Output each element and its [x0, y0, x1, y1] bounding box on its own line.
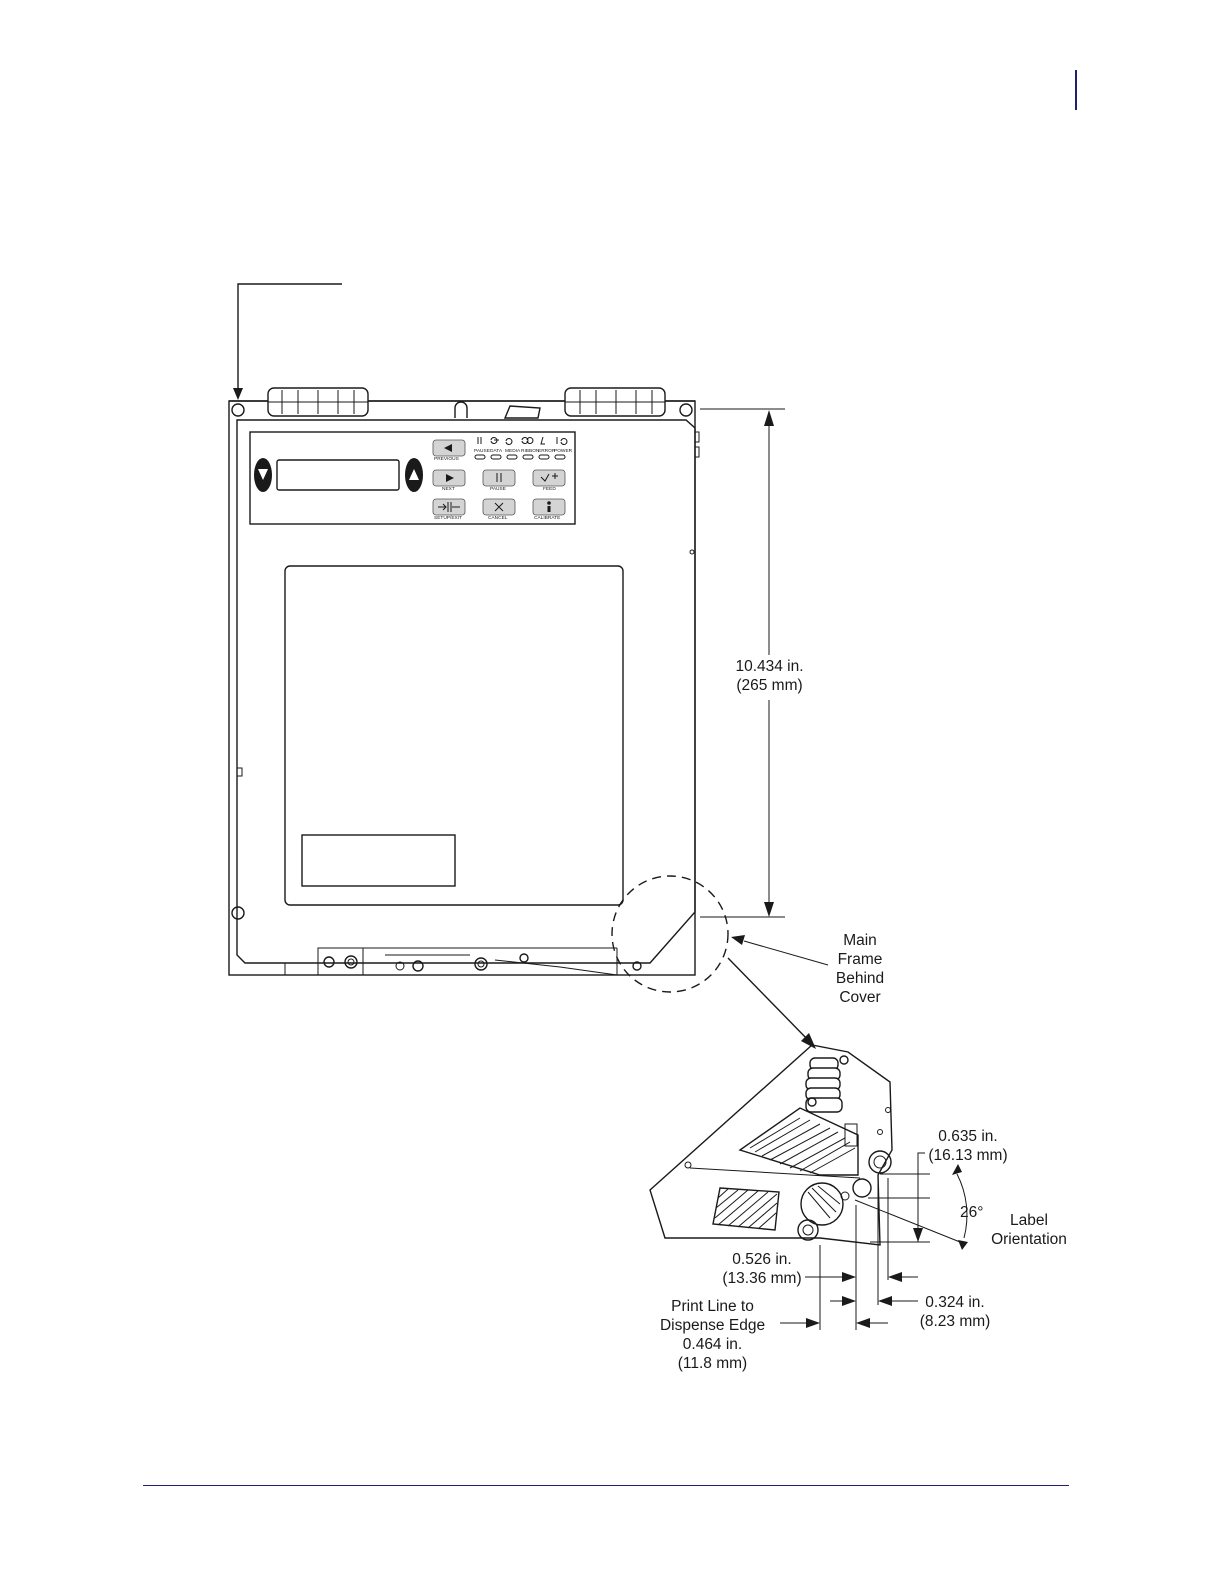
main-frame-label-3: Behind: [820, 969, 900, 988]
detail-arrow: [728, 958, 816, 1049]
led-data-label: DATA: [490, 448, 503, 454]
dim-0635-mm-label: (16.13 mm): [918, 1146, 1018, 1165]
bottom-mechanism: [285, 948, 641, 975]
led-media-label: MEDIA: [505, 448, 521, 454]
right-latch-knob: [565, 388, 665, 416]
dim-0526-in-label: 0.526 in.: [712, 1250, 812, 1269]
height-mm-label: (265 mm): [722, 676, 817, 695]
printer-front-view: PREVIOUS NEXT PAUSE FEED SETUP/EXIT CANC…: [229, 388, 699, 975]
dim-0526-mm-label: (13.36 mm): [712, 1269, 812, 1288]
btn-setup-label: SETUP/EXIT: [434, 515, 462, 521]
led-power-label: POWER: [554, 448, 573, 454]
dispense-detail-view: [650, 1045, 960, 1245]
dim-0464-in-label: 0.464 in.: [645, 1335, 780, 1354]
print-line-label-2: Dispense Edge: [645, 1316, 780, 1335]
btn-cancel-label: CANCEL: [488, 515, 508, 521]
btn-calibrate-label: CALIBRATE: [534, 515, 560, 521]
left-latch-knob: [268, 388, 368, 416]
main-window: [285, 566, 623, 905]
btn-pause-label: PAUSE: [490, 486, 506, 492]
main-frame-label-1: Main: [820, 931, 900, 950]
height-inches-label: 10.434 in.: [722, 657, 817, 676]
main-frame-leader: [731, 935, 828, 965]
btn-next-label: NEXT: [442, 486, 455, 492]
control-panel: PREVIOUS NEXT PAUSE FEED SETUP/EXIT CANC…: [250, 432, 575, 524]
main-frame-label-4: Cover: [820, 988, 900, 1007]
label-orientation-1: Label: [980, 1211, 1078, 1230]
led-row: PAUSE DATA MEDIA RIBBON ERROR POWER: [474, 437, 573, 459]
dim-0635-in-label: 0.635 in.: [918, 1127, 1018, 1146]
print-line-label-1: Print Line to: [645, 1297, 780, 1316]
main-frame-label-2: Frame: [820, 950, 900, 969]
dim-0324-in-label: 0.324 in.: [905, 1293, 1005, 1312]
btn-previous-label: PREVIOUS: [434, 456, 459, 462]
led-pause-label: PAUSE: [474, 448, 490, 454]
dim-0464-mm-label: (11.8 mm): [645, 1354, 780, 1373]
top-leader-arrow: [233, 284, 342, 400]
dim-0324-mm-label: (8.23 mm): [905, 1312, 1005, 1331]
footer-rule: [143, 1485, 1069, 1486]
label-orientation-2: Orientation: [980, 1230, 1078, 1249]
btn-feed-label: FEED: [543, 486, 556, 492]
label-plate: [302, 835, 455, 886]
